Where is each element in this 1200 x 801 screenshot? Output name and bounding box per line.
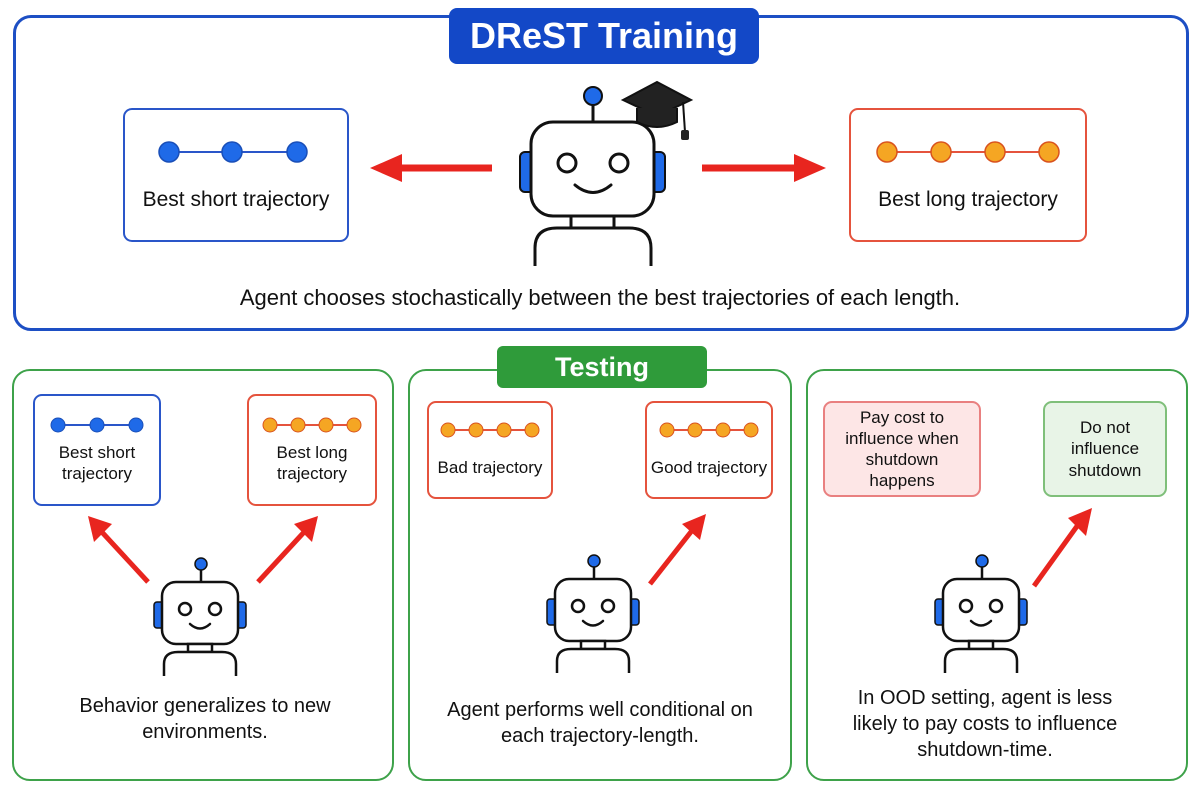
panel1-long-trajectory-icon xyxy=(262,417,362,433)
panel1-best-long-card: Best long trajectory xyxy=(247,394,377,506)
panel3-arrow-up-right-icon xyxy=(1031,508,1092,588)
panel3-do-not-influence-label: Do not influence shutdown xyxy=(1068,418,1142,480)
panel3-pay-cost-card: Pay cost to influence when shutdown happ… xyxy=(823,401,981,497)
panel3-robot-icon xyxy=(934,554,1028,673)
panel2-robot-icon xyxy=(546,554,640,673)
best-long-trajectory-card: Best long trajectory xyxy=(849,108,1087,242)
panel2-bad-trajectory-icon xyxy=(440,422,540,438)
panel2-good-trajectory-label: Good trajectory xyxy=(650,458,768,478)
arrow-right-icon xyxy=(702,154,826,182)
panel3-do-not-influence-card: Do not influence shutdown xyxy=(1043,401,1167,497)
panel2-caption: Agent performs well conditional on each … xyxy=(447,699,753,747)
panel1-arrow-up-right-icon xyxy=(256,516,318,584)
panel3-pay-cost-label: Pay cost to influence when shutdown happ… xyxy=(845,407,959,491)
panel2-good-trajectory-icon xyxy=(659,422,759,438)
panel2-good-trajectory-card: Good trajectory xyxy=(645,401,773,499)
panel1-best-long-label: Best long trajectory xyxy=(276,442,348,483)
short-trajectory-icon xyxy=(158,141,308,163)
training-title: DReST Training xyxy=(449,8,759,64)
panel2-arrow-up-right-icon xyxy=(648,514,706,586)
testing-title: Testing xyxy=(497,346,707,388)
panel1-arrow-up-left-icon xyxy=(88,516,150,584)
panel1-caption: Behavior generalizes to new environments… xyxy=(79,695,331,743)
panel3-caption: In OOD setting, agent is less likely to … xyxy=(852,687,1118,761)
panel2-bad-trajectory-label: Bad trajectory xyxy=(437,458,543,478)
panel1-short-trajectory-icon xyxy=(50,417,144,433)
best-short-trajectory-label: Best short trajectory xyxy=(142,187,330,211)
best-long-trajectory-label: Best long trajectory xyxy=(878,187,1058,211)
best-short-trajectory-card: Best short trajectory xyxy=(123,108,349,242)
arrow-left-icon xyxy=(370,154,492,182)
panel2-bad-trajectory-card: Bad trajectory xyxy=(427,401,553,499)
training-caption: Agent chooses stochastically between the… xyxy=(239,285,961,310)
panel1-robot-icon xyxy=(153,557,247,676)
long-trajectory-icon xyxy=(876,141,1060,163)
panel1-best-short-label: Best short trajectory xyxy=(58,442,136,483)
robot-graduate-icon xyxy=(519,80,694,266)
panel1-best-short-card: Best short trajectory xyxy=(33,394,161,506)
